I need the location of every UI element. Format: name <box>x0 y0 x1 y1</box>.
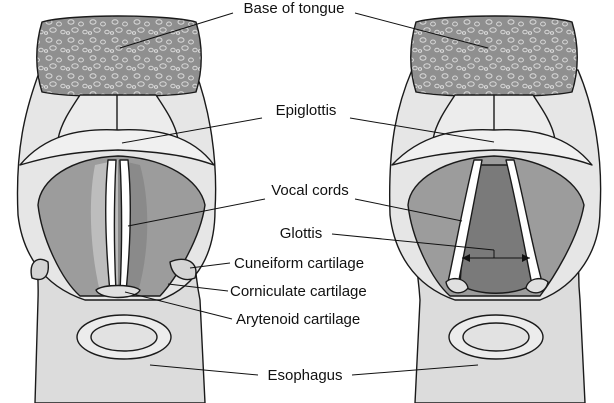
right-base-of-tongue <box>410 15 578 98</box>
left-cuneiform-bump <box>169 258 197 281</box>
label-epiglottis: Epiglottis <box>276 102 337 119</box>
label-cuneiform-cartilage: Cuneiform cartilage <box>234 255 364 272</box>
left-esophagus-inner <box>90 322 158 352</box>
label-glottis: Glottis <box>280 225 323 242</box>
label-corniculate-cartilage: Corniculate cartilage <box>230 283 367 300</box>
left-base-of-tongue <box>36 15 202 98</box>
right-esophagus-inner <box>462 322 530 352</box>
label-base-of-tongue: Base of tongue <box>244 0 345 17</box>
left-larynx <box>16 15 217 403</box>
label-arytenoid-cartilage: Arytenoid cartilage <box>236 311 360 328</box>
leader-lines <box>119 12 495 376</box>
label-esophagus: Esophagus <box>267 367 342 384</box>
left-epiglottis <box>19 128 215 166</box>
labels: Base of tongue Epiglottis Vocal cords Gl… <box>230 0 367 384</box>
right-larynx <box>388 15 602 403</box>
left-arytenoid <box>95 284 141 299</box>
label-vocal-cords: Vocal cords <box>271 182 349 199</box>
right-arytenoid-left <box>445 277 469 294</box>
right-epiglottis <box>391 128 593 166</box>
right-arytenoid-right <box>525 277 549 294</box>
